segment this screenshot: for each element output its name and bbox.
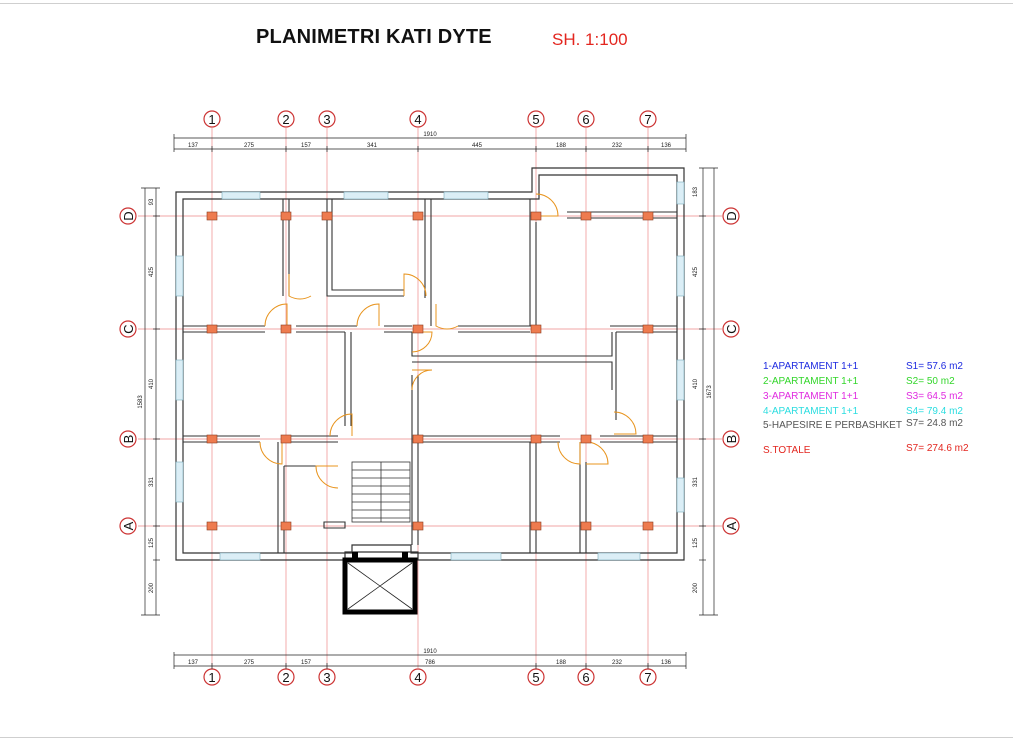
grid-label-top-1: 1: [208, 112, 215, 127]
left-row-markers: D C B A: [119, 207, 137, 535]
stairs: [351, 461, 411, 523]
grid-label-bottom-2: 2: [282, 670, 289, 685]
grid-label-top-5: 5: [532, 112, 539, 127]
bottom-dim-6: 232: [612, 660, 623, 666]
top-dim-2: 275: [244, 143, 255, 149]
top-dimension-lines: [173, 134, 687, 152]
top-dim-7: 232: [612, 143, 623, 149]
legend-label-1: 1-APARTAMENT 1+1: [763, 361, 859, 372]
right-dim-3: 410: [693, 378, 699, 389]
legend-label-2: 2-APARTAMENT 1+1: [763, 376, 859, 387]
doors: [259, 193, 637, 489]
grid-label-top-2: 2: [282, 112, 289, 127]
structural-columns: [206, 211, 654, 531]
grid-label-left-C: C: [121, 324, 136, 333]
grid-label-bottom-7: 7: [644, 670, 651, 685]
left-dim-3: 410: [149, 378, 155, 389]
legend-value-1: S1= 57.6 m2: [906, 361, 963, 372]
elevator-shaft: [342, 552, 418, 615]
grid-label-top-7: 7: [644, 112, 651, 127]
grid-label-bottom-3: 3: [323, 670, 330, 685]
right-dim-6: 200: [693, 582, 699, 593]
top-total-dim: 1910: [423, 132, 437, 138]
grid-label-right-C: C: [724, 324, 739, 333]
grid-lines: [138, 128, 722, 668]
right-dim-4: 331: [693, 476, 699, 487]
legend-total-label: S.TOTALE: [763, 445, 811, 456]
grid-label-right-A: A: [724, 521, 739, 530]
top-border-line: [0, 3, 1013, 4]
top-column-markers: 1 2 3 4 5 6 7: [203, 110, 657, 128]
grid-label-left-A: A: [121, 521, 136, 530]
right-dimension-lines: [699, 167, 718, 616]
bottom-dim-2: 275: [244, 660, 255, 666]
grid-label-left-D: D: [121, 211, 136, 220]
interior-walls: [183, 199, 677, 553]
right-total-dim: 1673: [707, 385, 713, 399]
bottom-dim-3: 157: [301, 660, 312, 666]
bottom-dim-4: 786: [425, 660, 436, 666]
top-dim-3: 157: [301, 143, 312, 149]
legend: 1-APARTAMENT 1+1 S1= 57.6 m2 2-APARTAMEN…: [763, 361, 969, 456]
legend-value-2: S2= 50 m2: [906, 376, 955, 387]
legend-label-5: 5-HAPESIRE E PERBASHKET: [763, 420, 902, 431]
right-dimension-text: 183 425 410 1673 331 125 200: [693, 186, 713, 593]
left-dim-4: 331: [149, 476, 155, 487]
legend-label-4: 4-APARTAMENT 1+1: [763, 406, 859, 417]
left-dimension-lines: [141, 187, 160, 616]
right-dim-5: 125: [693, 537, 699, 548]
bottom-column-markers: 1 2 3 4 5 6 7: [203, 668, 657, 686]
grid-label-top-4: 4: [414, 112, 421, 127]
right-dim-1: 183: [693, 186, 699, 197]
left-dim-2: 425: [149, 266, 155, 277]
grid-label-top-3: 3: [323, 112, 330, 127]
left-dimension-text: 1583 93 425 410 331 125 200: [138, 198, 155, 593]
drawing-title: PLANIMETRI KATI DYTE: [256, 26, 492, 48]
grid-label-bottom-6: 6: [582, 670, 589, 685]
bottom-dimension-lines: [173, 652, 687, 669]
grid-label-bottom-5: 5: [532, 670, 539, 685]
grid-label-right-B: B: [724, 435, 739, 444]
grid-label-left-B: B: [121, 435, 136, 444]
top-dim-4: 341: [367, 143, 378, 149]
left-dim-1: 93: [149, 198, 155, 205]
top-dim-8: 136: [661, 143, 672, 149]
windows: [175, 181, 685, 561]
bottom-total-dim: 1910: [423, 649, 437, 655]
left-dim-5: 125: [149, 537, 155, 548]
right-row-markers: D C B A: [722, 207, 740, 535]
grid-label-bottom-4: 4: [414, 670, 421, 685]
top-dim-6: 188: [556, 143, 567, 149]
legend-value-3: S3= 64.5 m2: [906, 391, 963, 402]
legend-value-5: S7= 24.8 m2: [906, 418, 963, 429]
bottom-dim-7: 136: [661, 660, 672, 666]
right-dim-2: 425: [693, 266, 699, 277]
grid-label-right-D: D: [724, 211, 739, 220]
bottom-dim-1: 137: [188, 660, 199, 666]
grid-label-bottom-1: 1: [208, 670, 215, 685]
top-dim-1: 137: [188, 143, 199, 149]
exterior-walls: [175, 167, 685, 561]
top-dim-5: 445: [472, 143, 483, 149]
bottom-dim-5: 188: [556, 660, 567, 666]
drawing-scale: SH. 1:100: [552, 30, 628, 49]
legend-value-4: S4= 79.4 m2: [906, 406, 963, 417]
left-total-dim: 1583: [138, 395, 144, 409]
bottom-border-line: [0, 737, 1013, 738]
left-dim-6: 200: [149, 582, 155, 593]
legend-label-3: 3-APARTAMENT 1+1: [763, 391, 859, 402]
top-dimension-text: 1910 137 275 157 341 445 188 232 136: [188, 132, 672, 149]
bottom-dimension-text: 1910 137 275 157 786 188 232 136: [188, 649, 672, 666]
legend-total-value: S7= 274.6 m2: [906, 443, 969, 454]
grid-label-top-6: 6: [582, 112, 589, 127]
